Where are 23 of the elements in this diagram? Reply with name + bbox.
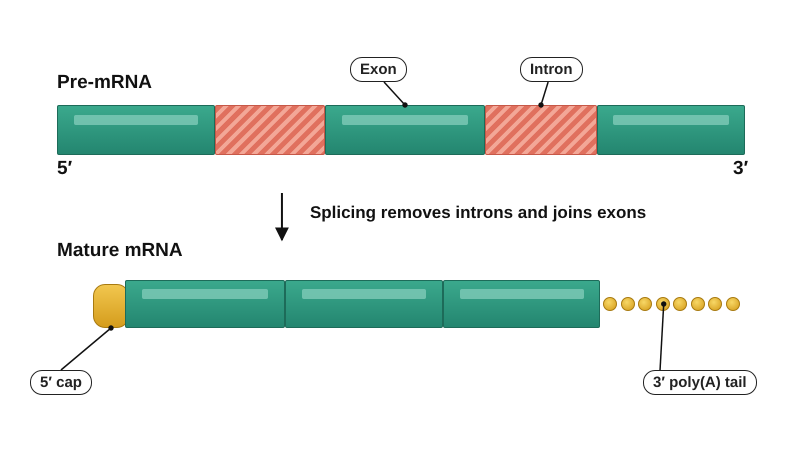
- callout-label: 3′ poly(A) tail: [643, 370, 757, 395]
- arrow: [274, 193, 289, 242]
- end-label: 3′: [733, 158, 748, 180]
- molecule-heading: Mature mRNA: [57, 240, 183, 262]
- leader-line: [383, 82, 408, 108]
- end-label: 5′: [57, 158, 72, 180]
- exon-segment: [285, 280, 443, 328]
- leader-line: [60, 325, 114, 371]
- leader-line: [659, 301, 666, 370]
- intron-segment: [215, 105, 325, 155]
- exon-segment: [125, 280, 285, 328]
- callout-label: Intron: [520, 57, 582, 82]
- exon-segment: [325, 105, 485, 155]
- edge-label: Splicing removes introns and joins exons: [310, 203, 646, 223]
- exon-segment: [57, 105, 215, 155]
- leader-line: [538, 82, 549, 108]
- intron-segment: [485, 105, 597, 155]
- exon-segment: [597, 105, 745, 155]
- callout-label: 5′ cap: [30, 370, 92, 395]
- exon-segment: [443, 280, 600, 328]
- poly-a-tail-drawing: [603, 297, 741, 311]
- molecule-heading: Pre-mRNA: [57, 72, 152, 94]
- callout-label: Exon: [350, 57, 407, 82]
